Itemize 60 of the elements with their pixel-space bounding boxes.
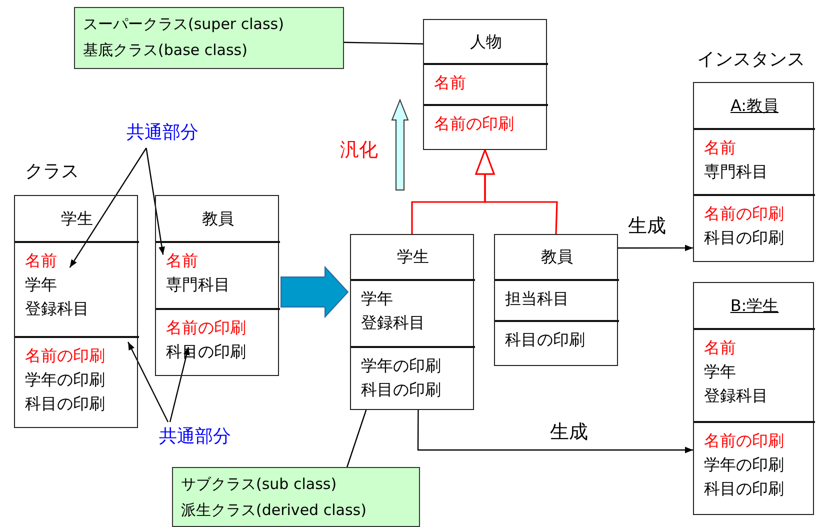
class-box: [14, 195, 138, 428]
attribute-text: 学年の印刷: [361, 355, 442, 377]
arrow: [146, 148, 165, 255]
arrow: [618, 244, 693, 252]
attribute-text: 学年: [25, 274, 58, 296]
class-name: 人物: [470, 30, 502, 52]
block-arrow: [280, 266, 349, 318]
attribute-text: 科目の印刷: [361, 379, 442, 401]
arrow: [128, 342, 169, 422]
note-text: スーパークラス(super class) 基底クラス(base class): [83, 14, 285, 61]
attribute-text: 科目の印刷: [704, 227, 785, 249]
attribute-text: 学年の印刷: [25, 369, 106, 391]
attribute-text: 科目の印刷: [25, 393, 106, 415]
arrow: [417, 410, 693, 454]
class-name: 学生: [61, 208, 93, 230]
attribute-text: 名前: [166, 250, 199, 272]
attribute-text: 専門科目: [166, 274, 231, 296]
class-box: [155, 195, 279, 376]
attribute-text: 科目の印刷: [704, 478, 785, 500]
attribute-text: 担当科目: [505, 288, 570, 310]
attribute-text: 学年: [704, 361, 737, 383]
attribute-text: 登録科目: [704, 385, 769, 407]
diagram-label: 汎化: [340, 138, 378, 162]
attribute-text: 名前の印刷: [166, 317, 247, 339]
attribute-text: 学年の印刷: [704, 454, 785, 476]
class-box: [350, 234, 474, 410]
attribute-text: 登録科目: [361, 312, 426, 334]
class-name: B:学生: [730, 294, 779, 316]
attribute-text: 学年: [361, 288, 394, 310]
attribute-text: 名前: [434, 72, 467, 94]
class-box: [693, 82, 814, 262]
attribute-text: 登録科目: [25, 298, 90, 320]
note-text: サブクラス(sub class) 派生クラス(derived class): [181, 474, 368, 521]
callout-text: 共通部分: [126, 121, 198, 145]
attribute-text: 名前の印刷: [434, 113, 515, 135]
arrow: [169, 346, 190, 422]
class-box: [423, 19, 547, 150]
leader-line: [344, 42, 424, 44]
class-name: 教員: [202, 208, 234, 230]
attribute-text: 専門科目: [704, 161, 769, 183]
attribute-text: 名前: [25, 250, 58, 272]
attribute-text: 名前の印刷: [704, 203, 785, 225]
leader-line: [346, 410, 367, 468]
class-name: A:教員: [730, 94, 779, 116]
inheritance-arrow: [475, 149, 558, 234]
attribute-text: 名前: [704, 137, 737, 159]
attribute-text: 名前: [704, 337, 737, 359]
note-box: [172, 467, 420, 527]
note-box: [74, 7, 344, 69]
class-name: 教員: [541, 246, 573, 268]
class-box: [494, 234, 618, 366]
class-name: 学生: [397, 246, 429, 268]
diagram-label: クラス: [25, 160, 79, 184]
diagram-label: インスタンス: [697, 48, 805, 72]
class-box: [693, 282, 814, 515]
attribute-text: 名前の印刷: [25, 345, 106, 367]
attribute-text: 名前の印刷: [704, 430, 785, 452]
arrow: [69, 148, 147, 268]
callout-text: 共通部分: [159, 425, 231, 449]
attribute-text: 科目の印刷: [505, 329, 586, 351]
